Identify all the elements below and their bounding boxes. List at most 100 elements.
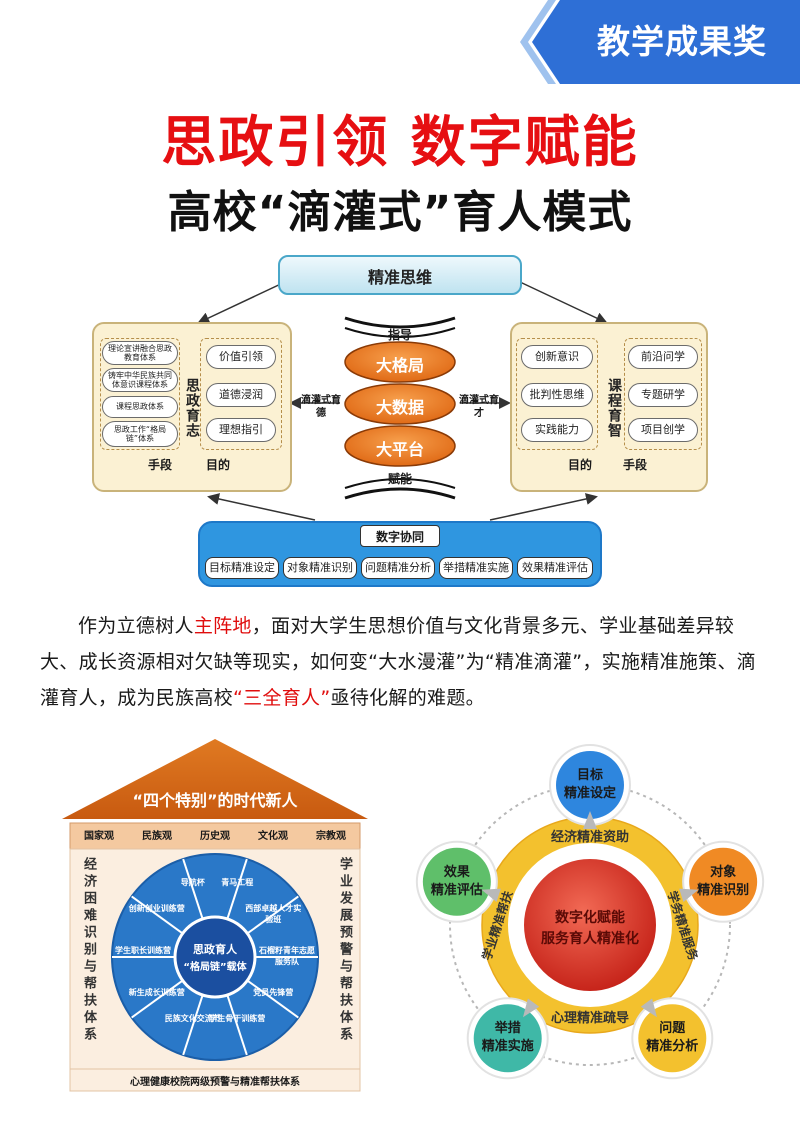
wheel-node-line: 对象 — [710, 864, 737, 880]
right-method-1: 创新意识 — [521, 345, 593, 369]
intro-highlight-1: 主阵地 — [193, 615, 252, 637]
left-footer-means: 手段 — [147, 458, 172, 472]
right-goals-group — [624, 338, 702, 450]
house-roof — [62, 739, 368, 819]
ellipse-label-2: 大数据 — [375, 398, 424, 417]
wheel-node-line: 精准评估 — [430, 882, 483, 898]
right-method-3: 实践能力 — [521, 418, 593, 442]
beam-item-3: 历史观 — [200, 831, 230, 842]
wheel-spoke — [246, 895, 299, 935]
house-segment-label: 学生职长训练营 — [115, 946, 171, 955]
wheel-node-label: 目标精准设定 — [550, 767, 630, 803]
wheel-node-arrow — [679, 888, 699, 902]
wheel-node — [473, 1004, 542, 1073]
page-title: 思政引领 数字赋能 — [161, 110, 639, 174]
house-hub-line-1: 思政育人 — [193, 943, 237, 956]
wheel-node-line: 效果 — [443, 864, 470, 880]
wheel-node-arrow — [640, 998, 658, 1018]
house-right-pillar: 学业发展预警与帮扶体系 — [337, 857, 352, 1044]
house-segment-label: 导航杯 — [180, 877, 205, 887]
right-goal-1: 前沿问学 — [628, 345, 698, 369]
empower-label: 赋能 — [387, 472, 412, 486]
house-roof-title: “四个特别”的时代新人 — [132, 791, 298, 810]
core-line-1: 数字化赋能 — [555, 910, 625, 926]
right-goal-3: 项目创学 — [628, 418, 698, 442]
ellipse-1 — [344, 341, 456, 383]
service-wheel: 数字化赋能 服务育人精准化 经济精准资助 学务精准服务 心理精准疏导 学业精准帮… — [395, 735, 795, 1095]
left-goal-1: 价值引领 — [206, 345, 276, 369]
right-arrow-label: 滴灌式育才 — [459, 395, 499, 419]
left-goal-2: 道德浸润 — [206, 383, 276, 407]
corner-banner — [520, 0, 800, 84]
wheel-spoke — [131, 895, 184, 935]
intro-text-1: 作为立德树人 — [78, 615, 194, 637]
intro-highlight-2: “三全育人” — [233, 687, 331, 709]
bottom-item-2: 对象精准识别 — [283, 557, 357, 579]
bottom-item-5: 效果精准评估 — [517, 557, 593, 579]
intro-text-3: 亟待化解的难题。 — [330, 687, 485, 709]
ellipse-3 — [344, 425, 456, 467]
wheel-node — [556, 751, 624, 819]
wheel-spoke — [226, 994, 248, 1056]
wheel-spoke — [246, 979, 299, 1019]
digital-collab-title: 数字协同 — [375, 530, 424, 544]
wheel-node — [689, 847, 758, 916]
intro-text-2: ，面对大学生思想价值与文化背景多元、学业基础差异较大、成长资源相对欠缺等现实，如… — [40, 615, 757, 709]
left-footer-goal: 目的 — [205, 458, 230, 472]
wheel-node-label: 对象精准识别 — [683, 864, 763, 900]
digital-collab-title-box — [360, 525, 440, 547]
left-methods-group — [100, 338, 180, 450]
right-methods-group — [516, 338, 598, 450]
bottom-item-1: 目标精准设定 — [205, 557, 279, 579]
house-segment-label: 石榴籽青年志愿服务队 — [259, 946, 315, 966]
house-segment-label: 青马工程 — [221, 877, 254, 887]
wheel-spoke — [182, 858, 204, 920]
page-subtitle: 高校“滴灌式”育人模式 — [167, 187, 633, 238]
house-diagram: “四个特别”的时代新人 国家观 民族观 历史观 文化观 宗教观 经济困难识别与帮… — [60, 735, 370, 1095]
right-method-2: 批判性思维 — [521, 383, 593, 407]
right-vertical-label: 课程育智 — [606, 378, 622, 438]
wheel-node-arrow — [481, 888, 501, 902]
wheel-node-line: 问题 — [659, 1021, 686, 1037]
house-hub-line-2: “格局链”载体 — [183, 962, 247, 973]
house-segment-label: 西部卓越人才实验班 — [245, 903, 302, 924]
house-base — [69, 1068, 361, 1092]
right-footer-goal: 目的 — [567, 458, 592, 472]
house-segment-label: 学生骨干训练营 — [209, 1014, 266, 1024]
house-beam-items: 国家观 民族观 历史观 文化观 宗教观 — [84, 827, 346, 842]
wheel-node-line: 精准分析 — [646, 1039, 699, 1055]
wheel-node-line: 精准实施 — [481, 1039, 534, 1055]
house-base-text: 心理健康校院两级预警与精准帮扶体系 — [130, 1077, 300, 1088]
ring-text-bottom: 心理精准疏导 — [550, 1011, 629, 1026]
wheel-node-label: 效果精准评估 — [417, 864, 497, 900]
wheel-node-arrow — [522, 998, 540, 1018]
house-segment-label: 民族文化交流节 — [164, 1014, 221, 1024]
ellipse-label-3: 大平台 — [375, 440, 424, 459]
badge-shape — [532, 0, 800, 84]
wheel-spoke — [226, 858, 248, 920]
left-arrow-label: 滴灌式育德 — [301, 395, 341, 419]
house-shape — [62, 739, 368, 1092]
core-line-2: 服务育人精准化 — [541, 931, 639, 947]
beam-item-5: 宗教观 — [316, 831, 346, 842]
wheel-node-label: 举措精准实施 — [468, 1020, 548, 1056]
right-footer-means: 手段 — [622, 458, 647, 472]
house-segment-label: 党员先锋营 — [253, 988, 294, 998]
wheel-node-arrow — [583, 811, 597, 829]
diagram-arrows — [95, 281, 708, 521]
wheel-node — [422, 847, 491, 916]
intro-paragraph: 作为立德树人主阵地，面对大学生思想价值与文化背景多元、学业基础差异较大、成长资源… — [40, 608, 770, 716]
left-goals-group — [200, 338, 282, 450]
wheel-node — [638, 1004, 707, 1073]
ellipse-2 — [344, 383, 456, 425]
left-goal-3: 理想指引 — [206, 418, 276, 442]
wheel-node-line: 举措 — [494, 1021, 521, 1037]
ring-text-top: 经济精准资助 — [550, 830, 629, 845]
left-method-1: 理论宣讲融合思政教育体系 — [102, 341, 178, 365]
wheel-node-label: 问题精准分析 — [632, 1020, 712, 1056]
left-method-2: 铸牢中华民族共同体意识课程体系 — [102, 368, 178, 392]
precision-thinking-box — [278, 255, 522, 295]
wheel-node-line: 精准识别 — [697, 882, 750, 898]
house-segment-label: 新生成长训练营 — [128, 988, 185, 998]
house-segment-label: 创新创业训练营 — [128, 903, 185, 913]
